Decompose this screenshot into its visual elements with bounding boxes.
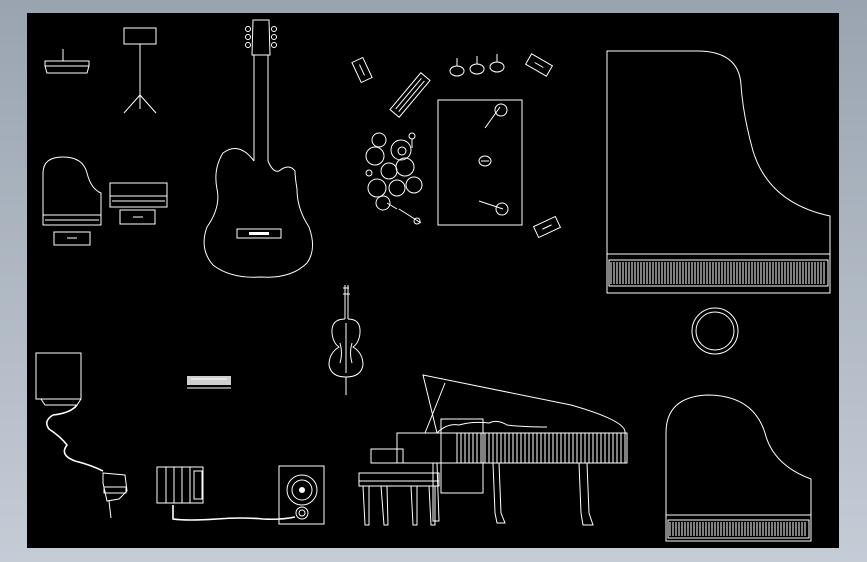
guitar-icon — [203, 19, 313, 278]
music-stand-icon — [123, 27, 157, 114]
cello-icon — [328, 285, 364, 395]
grand-piano-icon — [606, 50, 831, 294]
cad-drawing-canvas[interactable] — [27, 13, 839, 548]
piano-case-stripes — [456, 433, 626, 463]
amplifier-icon — [35, 352, 128, 519]
speaker-icon — [278, 465, 325, 525]
small-grand-piano-icon — [42, 156, 102, 246]
keyboard-bar-icon — [187, 376, 231, 389]
piano-keys — [610, 262, 825, 284]
upright-piano-icon — [109, 182, 168, 225]
grand-piano-side-icon — [358, 374, 628, 526]
drum-riser-icon — [437, 99, 523, 226]
piano-stool-icon — [691, 307, 739, 355]
small-keyboard-icon — [44, 49, 90, 74]
drum-kit-icon — [351, 53, 562, 239]
cad-drawing — [35, 19, 831, 542]
baby-grand-piano-icon — [665, 394, 812, 542]
accordion-icon — [156, 466, 296, 521]
piano-keys — [669, 522, 806, 536]
